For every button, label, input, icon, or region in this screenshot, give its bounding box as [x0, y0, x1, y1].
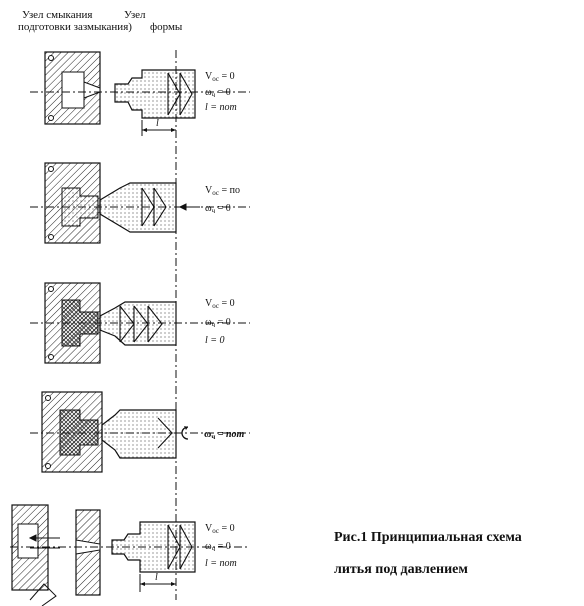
- label-vos: Vос = 0: [205, 298, 235, 310]
- label-vos: Vос = по: [205, 185, 240, 197]
- ejected-part: [29, 583, 57, 606]
- injection-barrel: [101, 409, 177, 459]
- header-prep-unit: Узел: [124, 9, 146, 21]
- mold-hole-bottom: [48, 234, 54, 240]
- label-l: l = пот: [205, 102, 237, 113]
- eject-arrow: [28, 534, 60, 542]
- label-l: l = 0: [205, 335, 225, 346]
- stage-3: Vос = 0 ωч = 0 l = 0: [30, 282, 250, 364]
- mold-cavity: [61, 71, 85, 109]
- header-prep-unit-line2: подготовки зазмыкания): [18, 21, 132, 33]
- injection-barrel: [111, 521, 196, 573]
- mold-hole-bottom: [48, 115, 54, 121]
- mold-hole-top: [48, 55, 54, 61]
- screw: [119, 305, 163, 343]
- label-l: l = пот: [205, 558, 237, 569]
- stage-2: Vос = по ωч = 0: [30, 162, 250, 244]
- mold-hole-top: [45, 395, 51, 401]
- figure-caption-line2: литья под давлением: [334, 562, 468, 577]
- label-vos: Vос = 0: [205, 71, 235, 83]
- screw: [157, 417, 173, 449]
- header-mold: формы: [150, 21, 183, 33]
- stage-5: l Vос = 0 ωч = 0 l = пот: [10, 504, 250, 606]
- mold-hole-top: [48, 166, 54, 172]
- sprue: [75, 539, 101, 555]
- label-omega: ωч = 0: [205, 317, 231, 329]
- mold-cavity: [17, 523, 39, 559]
- label-omega: ωч = 0: [205, 87, 231, 99]
- dim-label: l: [155, 572, 158, 583]
- figure-caption-line1: Рис.1 Принципиальная схема: [334, 530, 522, 545]
- header-clamp-unit: Узел смыкания: [22, 9, 93, 21]
- stage-4: ωч = пот: [30, 391, 250, 473]
- dim-label: l: [156, 118, 159, 129]
- screw: [167, 72, 193, 116]
- label-omega: ωч = 0: [205, 203, 231, 215]
- stage-1: l Vос = 0 ωч = 0 l = пот: [30, 51, 250, 136]
- rotation-arrowhead: [184, 426, 188, 430]
- screw: [167, 524, 193, 570]
- label-vos: Vос = 0: [205, 523, 235, 535]
- mold-hole-bottom: [48, 354, 54, 360]
- mold-hole-bottom: [45, 463, 51, 469]
- mold-hole-top: [48, 286, 54, 292]
- push-arrow: [178, 203, 200, 211]
- label-omega: ωч = пот: [204, 429, 245, 441]
- label-omega: ωч = 0: [205, 541, 231, 553]
- injection-barrel: [114, 69, 196, 119]
